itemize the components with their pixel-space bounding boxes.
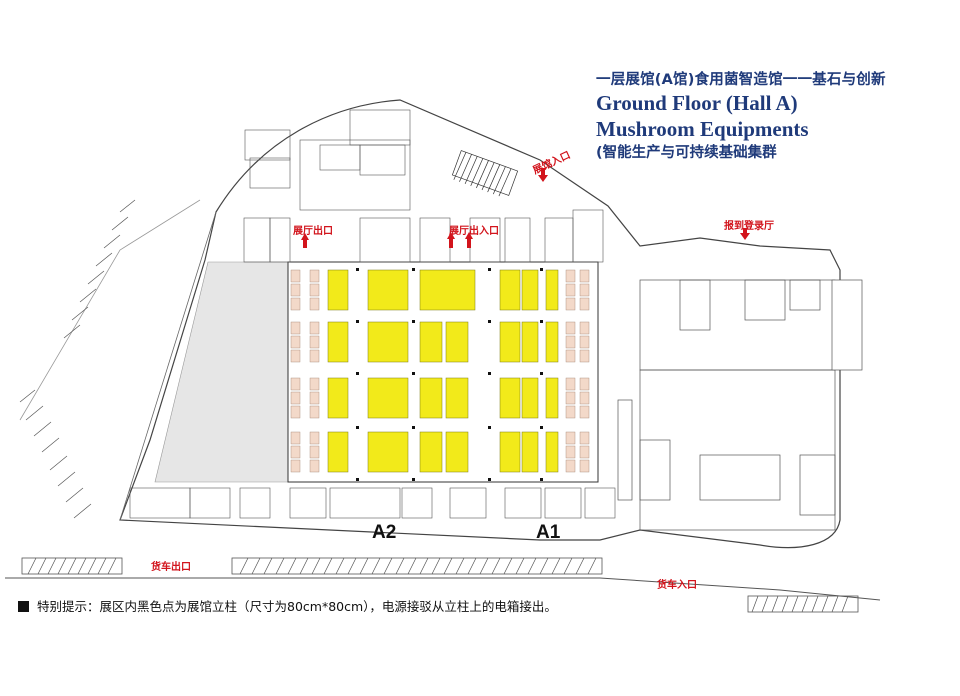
title-en-line1: Ground Floor (Hall A): [596, 91, 798, 115]
hall-label-a1: A1: [536, 522, 561, 543]
bottom-rooms: [129, 487, 616, 519]
top-rooms: [243, 109, 604, 263]
parking-strip: [21, 557, 859, 613]
report-lobby-label: 报到登录厅: [724, 221, 774, 232]
title-en-line2: Mushroom Equipments: [596, 117, 809, 141]
truck-exit-label: 货车出口: [151, 562, 191, 573]
exit-arrow-icon: [301, 233, 309, 248]
bullet-square-icon: [18, 601, 29, 612]
pillars: [356, 268, 543, 481]
truck-entry-label: 货车入口: [657, 580, 697, 591]
hall-exit-entry-label: 展厅出入口: [449, 226, 499, 237]
entry-arrows-icon: [447, 232, 473, 248]
hall-exit-label: 展厅出口: [293, 226, 333, 237]
special-note: 特别提示：展区内黑色点为展馆立柱（尺寸为80cm*80cm），电源接驳从立柱上的…: [18, 596, 557, 615]
yellow-booths: [327, 269, 559, 473]
title-block: 一层展馆(A馆)食用菌智造馆一一基石与创新 Ground Floor (Hall…: [596, 70, 956, 163]
title-cn: 一层展馆(A馆)食用菌智造馆一一基石与创新: [596, 72, 886, 88]
special-note-text: 特别提示：展区内黑色点为展馆立柱（尺寸为80cm*80cm），电源接驳从立柱上的…: [37, 599, 557, 614]
hall-label-a2: A2: [372, 522, 397, 543]
main-entrance-arrow-icon: [538, 168, 548, 182]
hatch-left: [19, 199, 136, 519]
right-building: [617, 279, 863, 531]
report-arrow-icon: [740, 228, 750, 240]
small-booths: [290, 269, 590, 473]
title-cn-sub: (智能生产与可持续基础集群: [596, 145, 777, 161]
